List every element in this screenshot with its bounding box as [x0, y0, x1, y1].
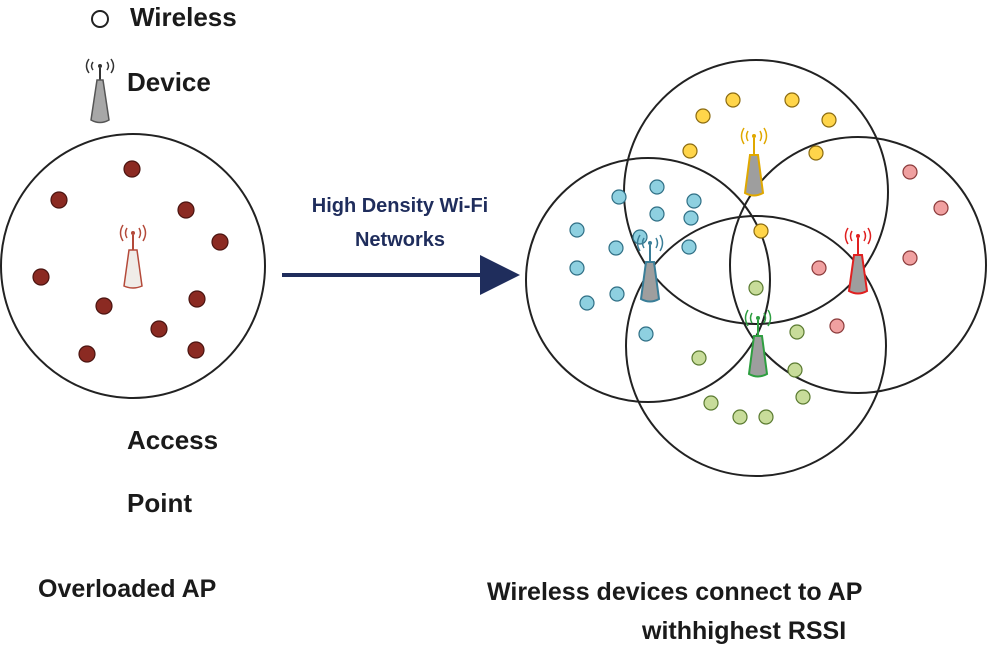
- device-dot: [150, 320, 168, 338]
- device-dot: [811, 260, 827, 276]
- arrow-label-line2: Networks: [354, 229, 446, 251]
- device-dot: [569, 260, 585, 276]
- access-label: Access: [127, 425, 219, 455]
- device-dot: [795, 389, 811, 405]
- cell-blue-coverage: [525, 157, 771, 403]
- device-dot: [649, 179, 665, 195]
- arrow-label: High Density Wi-Fi Networks: [270, 189, 530, 257]
- ap-yellow-icon: [740, 127, 768, 197]
- overloaded-ap-icon: [119, 224, 147, 289]
- left-caption: Overloaded AP: [38, 575, 217, 603]
- device-dot: [32, 268, 50, 286]
- device-dot: [579, 295, 595, 311]
- arrow-label-line1: High Density Wi-Fi: [311, 195, 489, 217]
- device-dot: [784, 92, 800, 108]
- device-dot: [50, 191, 68, 209]
- device-dot: [808, 145, 824, 161]
- device-dot: [609, 286, 625, 302]
- green-devices: [691, 280, 811, 425]
- blue-devices: [569, 179, 702, 342]
- device-dot: [95, 297, 113, 315]
- device-dot: [902, 250, 918, 266]
- cell-red-coverage: [729, 136, 987, 394]
- device-dot: [703, 395, 719, 411]
- device-dot: [608, 240, 624, 256]
- device-dot: [758, 409, 774, 425]
- device-dot: [787, 362, 803, 378]
- ap-blue-icon: [636, 234, 664, 303]
- device-dot: [725, 92, 741, 108]
- device-dot: [686, 193, 702, 209]
- device-dot: [123, 160, 141, 178]
- device-dot: [748, 280, 764, 296]
- device-dot: [649, 206, 665, 222]
- device-dot: [188, 290, 206, 308]
- yellow-devices: [682, 92, 837, 239]
- device-dot: [569, 222, 585, 238]
- device-dot: [177, 201, 195, 219]
- device-dot: [789, 324, 805, 340]
- device-dot: [611, 189, 627, 205]
- device-dot: [695, 108, 711, 124]
- device-dot: [683, 210, 699, 226]
- overloaded-ap-coverage: [0, 133, 266, 399]
- device-dot: [829, 318, 845, 334]
- legend-device-label: Device: [127, 67, 211, 97]
- ap-green-icon: [744, 309, 772, 378]
- device-dot: [933, 200, 949, 216]
- device-dot: [211, 233, 229, 251]
- legend-wireless-dot: [91, 10, 109, 28]
- ap-red-icon: [844, 227, 872, 295]
- device-dot: [732, 409, 748, 425]
- device-dot: [821, 112, 837, 128]
- device-dot: [691, 350, 707, 366]
- overloaded-devices: [32, 160, 229, 363]
- device-dot: [187, 341, 205, 359]
- legend-wireless-label: Wireless: [130, 2, 237, 32]
- right-caption-line2: withhighest RSSI: [642, 617, 847, 645]
- point-label: Point: [127, 488, 192, 518]
- legend-device-icon: [85, 58, 115, 124]
- device-dot: [902, 164, 918, 180]
- device-dot: [632, 229, 648, 245]
- device-dot: [78, 345, 96, 363]
- right-caption-line1: Wireless devices connect to AP: [487, 578, 863, 606]
- ap-cells: [525, 59, 987, 477]
- device-dot: [638, 326, 654, 342]
- device-dot: [753, 223, 769, 239]
- device-dot: [681, 239, 697, 255]
- red-devices: [811, 164, 949, 334]
- device-dot: [682, 143, 698, 159]
- cell-green-coverage: [625, 215, 887, 477]
